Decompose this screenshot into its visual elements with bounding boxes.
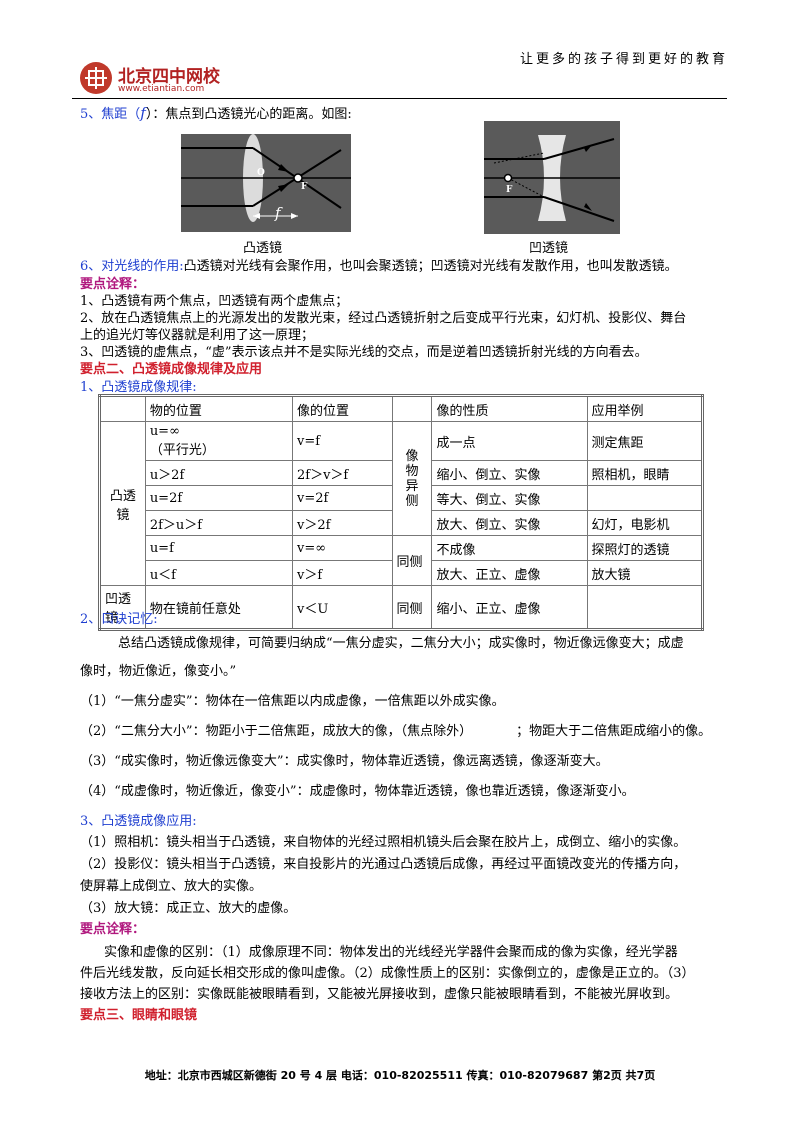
application-projector-a: （2）投影仪：镜头相当于凸透镜，来自投影片的光通过凸透镜后成像，再经过平面镜改变… [80,857,687,872]
section-3-title: 要点三、眼睛和眼镜 [80,1008,198,1023]
table-row: 凸透镜 u=∞（平行光） v=f 像物异侧 成一点 测定焦距 [99,421,704,586]
application-cell: 测定焦距 [586,421,704,461]
mnemonic-item-4: （4）“成虚像时，物近像近，像变小”：成虚像时，物体靠近透镜，像也靠近透镜，像逐… [80,784,635,799]
note-1-line-2b: 上的追光灯等仪器就是利用了这一原理； [80,328,315,343]
convex-lens-label: 凸透镜 [99,421,146,586]
application-camera: （1）照相机：镜头相当于凸透镜，来自物体的光经过照相机镜头后会聚在胶片上，成倒立… [80,835,687,850]
header-image-property: 像的性质 [431,395,588,422]
mnemonic-para-1b: 像时，物近像近，像变小。” [80,664,237,679]
application-magnifier: （3）放大镜：成正立、放大的虚像。 [80,901,297,916]
logo-url: www.etiantian.com [118,84,205,94]
side-label-opposite: 像物异侧 [391,421,433,536]
concave-lens-label: 凹透镜 [99,585,146,630]
note-2-line-3: 接收方法上的区别：实像既能被眼睛看到，又能被光屏接收到，虚像只能被眼睛看到，不能… [80,987,679,1002]
logo-name: 北京四中网校 [118,67,220,87]
section-2-title: 要点二、凸透镜成像规律及应用 [80,362,263,377]
virtual-focus-label: F [506,185,513,195]
object-position-cell: u=∞（平行光） [144,421,294,461]
subsection-1-title: 1、凸透镜成像规律: [80,380,197,395]
focus-label: F [301,182,308,192]
note-1-line-1: 1、凸透镜有两个焦点，凹透镜有两个虚焦点； [80,294,349,309]
section-5-heading: 5、焦距（f）：焦点到凸透镜光心的距离。如图: [80,104,352,122]
subsection-2-title: 2、口诀记忆: [80,612,158,627]
header-application: 应用举例 [586,395,704,422]
note-1-line-2a: 2、放在凸透镜焦点上的光源发出的发散光束，经过凸透镜折射之后变成平行光束，幻灯机… [80,311,687,326]
header-divider [72,98,727,99]
table-row: u=f v=∞ 同侧 不成像 探照灯的透镜 [100,535,704,586]
image-property-cell: 成一点 [431,421,588,461]
subsection-3-title: 3、凸透镜成像应用: [80,814,197,829]
header-object-position: 物的位置 [144,395,294,422]
note-1-line-3: 3、凹透镜的虚焦点，“虚”表示该点并不是实际光线的交点，而是逆着凹透镜折射光线的… [80,345,648,360]
concave-lens-figure: F [484,121,620,234]
logo-emblem-icon [80,62,112,94]
mnemonic-para-1a: 总结凸透镜成像规律，可简要归纳成“一焦分虚实，二焦分大小；成实像时，物近像远像变… [118,636,684,651]
header-image-position: 像的位置 [292,395,393,422]
page-footer: 地址：北京市西城区新德街 20 号 4 层 电话：010-82025511 传真… [144,1069,656,1082]
table-row: 凹透镜 物在镜前任意处 v＜U 同侧 缩小、正立、虚像 [99,585,704,630]
imaging-rules-table: 物的位置 像的位置 像的性质 应用举例 凸透镜 u=∞（平行光） v=f 像物异… [98,394,704,631]
note-2-title: 要点诠释： [80,922,146,937]
table-row: u＞2f 2f＞v＞f 缩小、倒立、实像 照相机，眼睛 [100,460,704,486]
note-2-line-1: 实像和虚像的区别：（1）成像原理不同：物体发出的光线经光学器件会聚而成的像为实像… [104,945,678,960]
mnemonic-item-3: （3）“成实像时，物近像远像变大”：成实像时，物体靠近透镜，像远离透镜，像逐渐变… [80,754,609,769]
image-position-cell: v=f [292,421,393,461]
focal-length-label: f [275,204,281,222]
optical-center-label: O [257,168,265,178]
application-projector-b: 使屏幕上成倒立、放大的实像。 [80,879,263,894]
concave-lens-caption: 凹透镜 [529,241,569,256]
mnemonic-item-2: （2）“二焦分大小”：物距小于二倍焦距，成放大的像，（焦点除外）；物距大于二倍焦… [80,724,712,739]
convex-lens-figure: O F f [181,134,351,232]
note-2-line-2: 件后光线发散，反向延长相交形成的像叫虚像。（2）成像性质上的区别：实像倒立的，虚… [80,966,695,981]
note-1-title: 要点诠释： [80,277,146,292]
section-6: 6、对光线的作用:凸透镜对光线有会聚作用，也叫会聚透镜；凹透镜对光线有发散作用，… [80,259,678,274]
header-slogan: 让更多的孩子得到更好的教育 [519,52,728,67]
side-label-same: 同侧 [391,535,433,586]
table-header-row: 物的位置 像的位置 像的性质 应用举例 [99,395,704,422]
convex-lens-caption: 凸透镜 [243,241,283,256]
logo: 北京四中网校 www.etiantian.com [72,60,312,104]
table-row: 2f＞u＞f v＞2f 放大、倒立、实像 幻灯，电影机 [100,510,704,536]
mnemonic-item-1: （1）“一焦分虚实”：物体在一倍焦距以内成虚像，一倍焦距以外成实像。 [80,694,505,709]
